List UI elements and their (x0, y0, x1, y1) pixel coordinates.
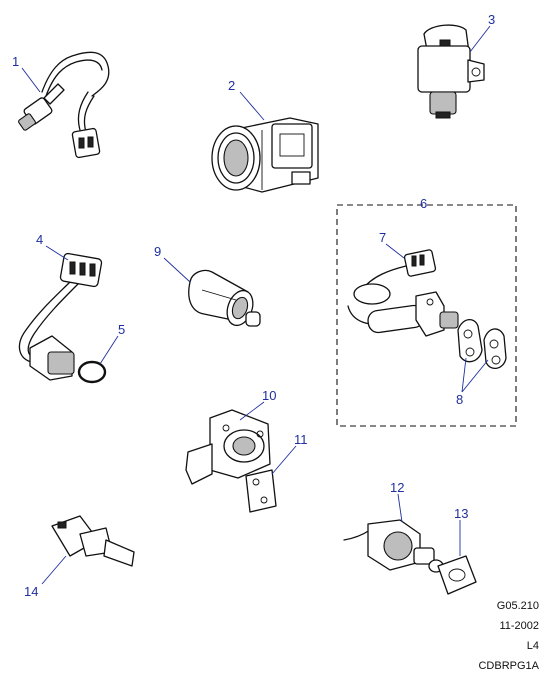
callout-12: 12 (390, 480, 404, 495)
part-8-gaskets (457, 319, 507, 369)
callout-10: 10 (262, 388, 276, 403)
callout-6: 6 (420, 196, 427, 211)
callout-7: 7 (379, 230, 386, 245)
callout-8: 8 (456, 392, 463, 407)
footer-level: L4 (526, 640, 539, 652)
part-9-pressure-switch (188, 269, 261, 327)
footer-ref: G05.210 (496, 600, 539, 612)
part-1-sensor-harness (18, 51, 110, 159)
callout-4: 4 (36, 232, 43, 247)
diagram-footer: G05.210 11-2002 L4 CDBRPG1A (478, 596, 539, 676)
footer-code: CDBRPG1A (478, 660, 539, 672)
callout-9: 9 (154, 244, 161, 259)
leader-lines (21, 25, 491, 585)
callout-3: 3 (488, 12, 495, 27)
callout-5: 5 (118, 322, 125, 337)
callout-11: 11 (294, 432, 308, 447)
footer-date: 11-2002 (499, 620, 539, 632)
part-2-throttle-body (211, 117, 319, 193)
part-5-o-ring (77, 360, 107, 384)
callout-13: 13 (454, 506, 468, 521)
part-3-actuator (417, 24, 485, 119)
part-14-temperature-sender (51, 515, 135, 567)
callout-14: 14 (24, 584, 38, 599)
part-13-gasket (437, 555, 477, 595)
part-11-gasket-plate (245, 469, 277, 513)
part-7-valve-assembly (347, 249, 459, 337)
part-12-idle-air-valve (343, 519, 444, 573)
part-4-position-sensor (18, 252, 103, 381)
callout-labels: 1 2 3 4 5 6 7 8 9 10 11 12 13 14 (12, 12, 495, 599)
callout-2: 2 (228, 78, 235, 93)
part-10-throttle-position-sensor (185, 409, 271, 485)
callout-1: 1 (12, 54, 19, 69)
